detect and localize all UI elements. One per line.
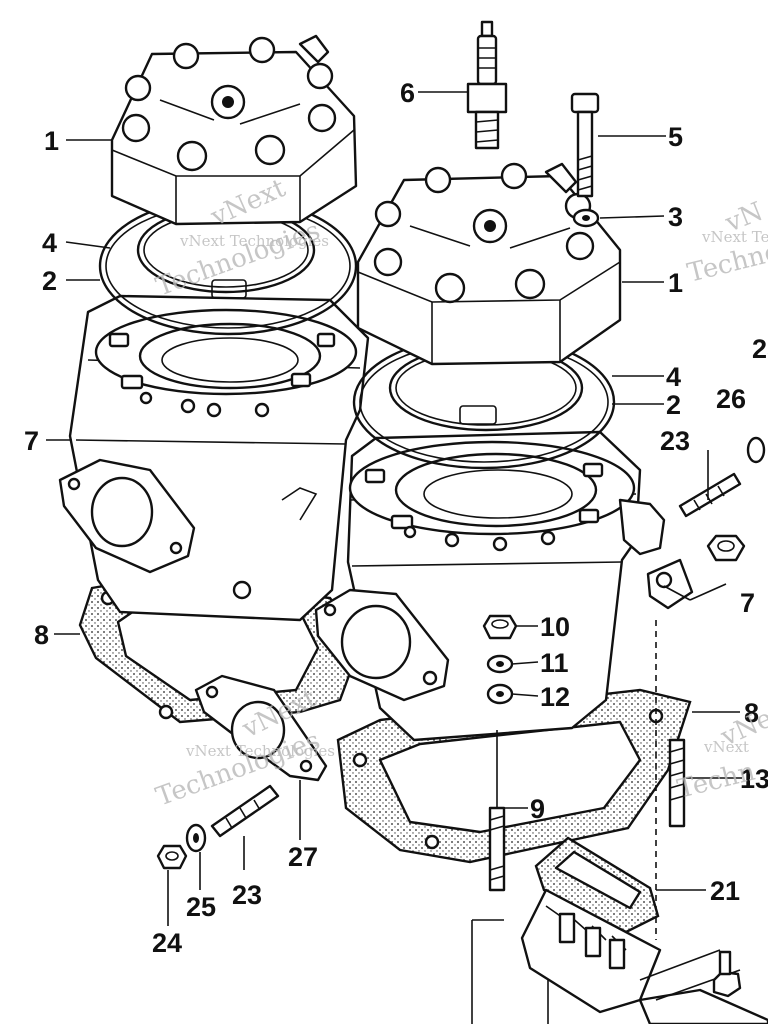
washer-left	[185, 823, 207, 853]
bolt-10	[482, 614, 518, 640]
callout-5: 5	[668, 122, 683, 152]
callout-7-left: 7	[24, 426, 39, 456]
leader-lines	[46, 91, 742, 926]
callout-7-right: 7	[740, 588, 755, 618]
callouts: 1 4 2 6 5 3 1 25 4 2 26 23 7 7 8 10 11 1…	[24, 78, 768, 958]
callout-2-left: 2	[42, 266, 57, 296]
stud-13	[668, 738, 686, 828]
callout-27: 27	[288, 842, 318, 872]
watermark-edge-top: vNext Te	[701, 228, 768, 246]
watermark-text-top: vNext Technologies	[179, 232, 329, 250]
callout-25: 25	[186, 892, 216, 922]
callout-12: 12	[540, 682, 570, 712]
callout-23-left: 23	[232, 880, 262, 910]
nut-right	[706, 534, 746, 562]
callout-10: 10	[540, 612, 570, 642]
callout-6: 6	[400, 78, 415, 108]
callout-21: 21	[710, 876, 740, 906]
stud-9	[488, 806, 506, 892]
watermark-edge-low-small: vNext	[703, 738, 749, 756]
spark-plug	[466, 20, 508, 150]
callout-23-right: 23	[660, 426, 690, 456]
right-cylinder	[314, 430, 694, 742]
callout-4-left: 4	[42, 228, 57, 258]
exhaust-gasket-27	[194, 674, 328, 782]
stud-left	[210, 784, 280, 838]
callout-1-right: 1	[668, 268, 683, 298]
callout-3: 3	[668, 202, 683, 232]
washer-11	[486, 654, 514, 674]
watermark-edge-low-techn: Techn	[674, 757, 758, 805]
left-cylinder-head	[110, 34, 358, 226]
callout-8-right: 8	[744, 698, 759, 728]
callout-4-right: 4	[666, 362, 681, 392]
left-cylinder	[58, 294, 370, 622]
washer-right	[746, 436, 766, 464]
washer	[572, 208, 600, 228]
head-bolt	[570, 92, 600, 198]
callout-13: 13	[740, 764, 768, 794]
reed-gasket	[534, 836, 660, 934]
lock-washer-12	[486, 683, 514, 705]
watermark-technologies-top: Technologies	[152, 216, 324, 303]
right-cylinder-head	[356, 162, 622, 366]
screw-lower-right	[712, 950, 742, 998]
callout-26: 26	[716, 384, 746, 414]
callout-11: 11	[540, 648, 569, 678]
callout-24: 24	[152, 928, 182, 958]
callout-2-right: 2	[666, 390, 681, 420]
callout-8-left: 8	[34, 620, 49, 650]
callout-25-edge: 25	[752, 334, 768, 364]
callout-9: 9	[530, 794, 545, 824]
callout-1-left: 1	[44, 126, 59, 156]
watermark-text-low: vNext Technologies	[185, 742, 335, 760]
intake-fragment	[638, 988, 768, 1024]
stud-right	[678, 472, 742, 518]
nut-left	[156, 844, 188, 870]
